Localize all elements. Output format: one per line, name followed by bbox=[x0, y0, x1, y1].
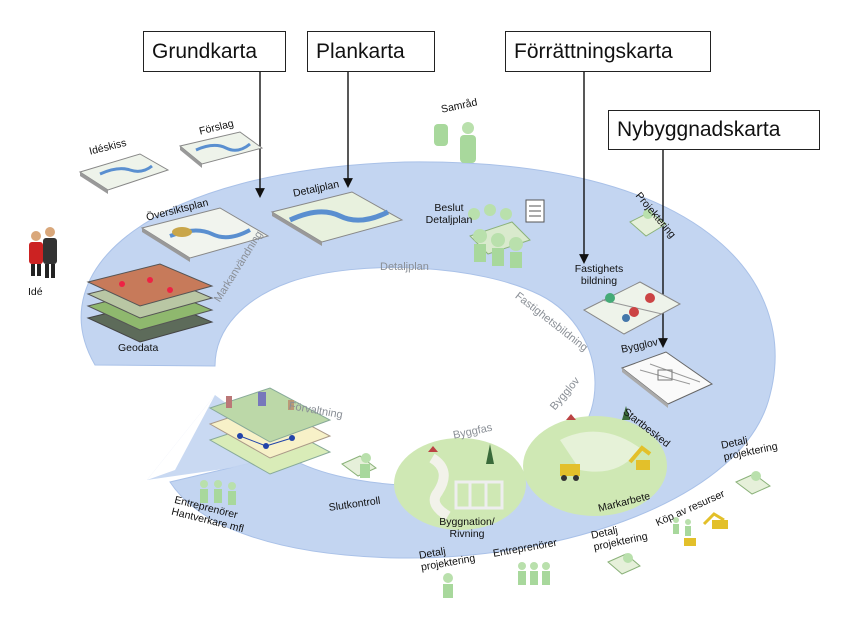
nybyggnadskarta-box: Nybyggnadskarta bbox=[608, 110, 820, 150]
detaljprojektering-mid-figure-icon bbox=[607, 553, 641, 575]
geodata-layers-icon bbox=[86, 263, 214, 343]
byggnation-scene-icon bbox=[394, 438, 526, 530]
projektering-desk-icon bbox=[629, 209, 667, 237]
forvaltning-layers-icon bbox=[208, 387, 332, 475]
detaljprojektering-left-figure-icon bbox=[443, 573, 453, 598]
label-ide: Idé bbox=[28, 286, 43, 298]
oversiktsplan-sheet-icon bbox=[140, 207, 270, 262]
entreprenorer-figures-icon bbox=[518, 562, 550, 585]
forslag-sheet-icon bbox=[178, 131, 264, 168]
detaljprojektering-right-figure-icon bbox=[735, 471, 771, 495]
ideskiss-sheet-icon bbox=[78, 153, 170, 194]
hantverkare-figures-icon bbox=[200, 480, 236, 505]
bygglov-drawing-icon bbox=[620, 351, 714, 408]
kop-av-resurser-machines-icon bbox=[673, 512, 728, 546]
label-byggnation-rivning: Byggnation/ Rivning bbox=[439, 516, 495, 541]
samrad-figures-icon bbox=[434, 122, 476, 163]
forrattningskarta-box: Förrättningskarta bbox=[505, 31, 711, 72]
ring-label-detaljplan: Detaljplan bbox=[380, 261, 429, 273]
label-beslut-detaljplan: Beslut Detaljplan bbox=[425, 202, 473, 227]
markarbete-scene-icon bbox=[523, 406, 667, 516]
label-geodata: Geodata bbox=[118, 342, 159, 354]
grundkarta-box: Grundkarta bbox=[143, 31, 286, 72]
forvaltning-wedge-shade bbox=[147, 395, 215, 480]
detaljplan-sheet-icon bbox=[270, 191, 404, 246]
slutkontroll-figure-icon bbox=[341, 453, 377, 478]
plankarta-box: Plankarta bbox=[307, 31, 435, 72]
beslut-meeting-icon bbox=[468, 199, 545, 268]
label-fastighetsbildning: Fastighets bildning bbox=[574, 263, 624, 288]
ide-people-icon bbox=[29, 227, 57, 278]
fastighetsbildning-map-icon bbox=[582, 281, 682, 335]
